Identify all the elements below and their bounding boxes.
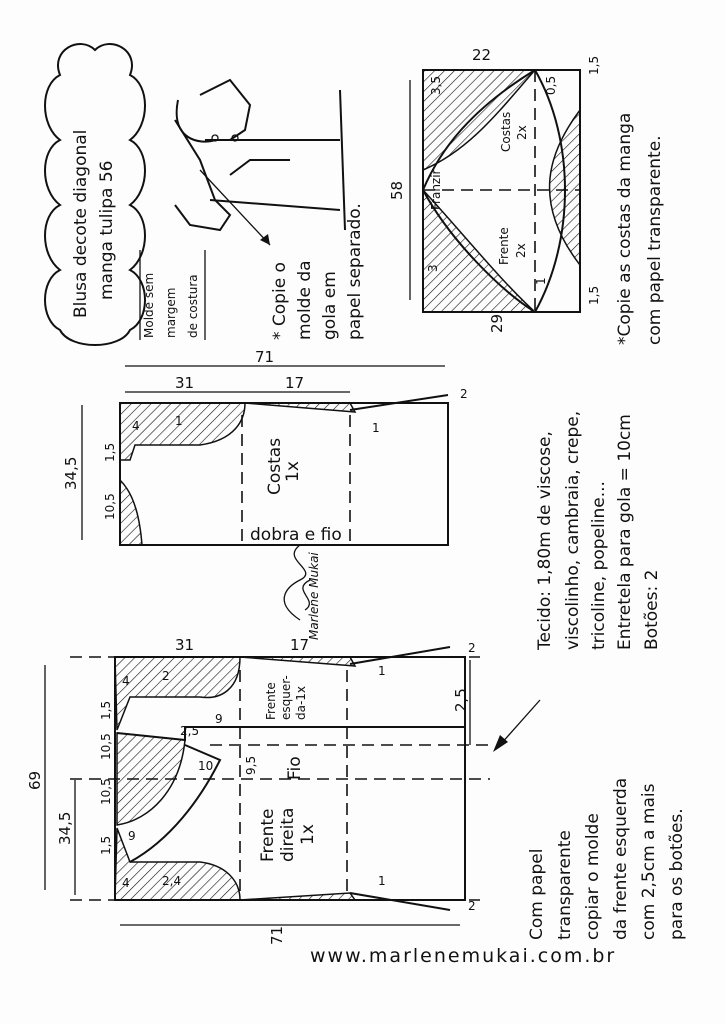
title-line2: manga tulipa 56 [97,161,117,301]
front-dim-9: 9 [215,712,223,726]
front-width-dim: 69 [26,771,44,790]
website-url: www.marlenemukai.com.br [310,945,616,967]
back-dim-2: 2 [460,387,468,401]
front-dim-2top: 2 [162,669,170,683]
sleeve-back-qty: 2x [515,125,529,140]
front-dim-105a: 10,5 [99,733,113,760]
collar-note-line4: papel separado. [345,203,365,340]
back-fold-label: dobra e fio [250,525,342,545]
fabric-note-line5: Botões: 2 [642,570,662,650]
transparent-note-line6: para os botões. [667,808,687,940]
fabric-note-line2: viscolinho, cambraia, crepe, [563,411,583,650]
collar-note: * Copie o molde da gola em papel separad… [270,203,365,340]
back-total-dim: 71 [255,348,274,366]
front-upper-dim: 31 [175,636,194,654]
front-total-dim: 71 [268,926,286,945]
back-dim-1b: 1 [372,421,380,435]
front-dim-105b: 10,5 [99,778,113,805]
sleeve-pattern: 58 22 29 3,5 0,5 1,5 1,5 3 1 Franzir Fre… [388,46,601,333]
collar-note-line1: * Copie o [270,262,290,340]
front-dim-4a: 4 [122,674,130,688]
fabric-note-line3: tricoline, popeline... [589,481,609,650]
front-dim-10: 10 [198,759,213,773]
front-dim-2b: 2 [468,899,476,913]
sleeve-note-line1: *Copie as costas da manga [615,113,635,345]
seam-note-line2: margem [164,288,178,338]
sleeve-width-dim: 22 [472,46,491,64]
signature-text: Marlene Mukai [307,552,321,640]
fabric-note-line4: Entretela para gola = 10cm [615,414,635,650]
back-dim-4: 4 [132,419,140,433]
sleeve-dim-c: 1,5 [587,56,601,75]
front-dim-2a: 2 [468,641,476,655]
back-dim-15: 1,5 [103,443,117,462]
seam-note-line1: Molde sem [142,273,156,338]
sleeve-dim-e: 3 [426,264,440,272]
back-dim-1: 1 [175,414,183,428]
front-grain-label: Fio [285,756,305,780]
back-piece-qty: 1x [283,461,303,482]
front-dim-1a: 1 [378,664,386,678]
back-piece-label: Costas [265,438,285,495]
seam-allowance-note: Molde sem margem de costura [139,250,206,340]
back-width-dim: 34,5 [62,457,80,490]
fabric-note: Tecido: 1,80m de viscose, viscolinho, ca… [535,411,662,651]
sleeve-dim-b: 0,5 [544,76,558,95]
front-left-label-2: esquer- [279,675,293,720]
back-upper-dim: 31 [175,374,194,392]
transparent-note-line4: da frente esquerda [611,778,631,940]
seam-note-line3: de costura [186,274,200,338]
sleeve-dim-a: 3,5 [429,76,443,95]
front-right-label-3: 1x [298,824,318,845]
front-dim-1b: 1 [378,874,386,888]
front-dim-95: 9,5 [244,756,258,775]
transparent-note-line2: transparente [555,830,575,940]
title-cloud: Blusa decote diagonal manga tulipa 56 [44,43,146,346]
sleeve-bottom-dim: 29 [488,314,506,333]
transparent-note-line1: Com papel [527,849,547,940]
sleeve-dim-d: 1,5 [587,286,601,305]
sleeve-dim-f: 1 [534,277,548,285]
front-pattern: 69 34,5 71 31 17 2,5 1,5 10,5 10,5 1,5 4… [26,636,541,945]
front-dim-23: 2,5 [180,724,199,738]
transparent-note-line5: com 2,5cm a mais [639,783,659,940]
front-mid-dim: 17 [290,636,309,654]
front-dim-24: 2,4 [162,874,181,888]
front-left-label-3: da-1x [294,686,308,720]
fabric-note-line1: Tecido: 1,80m de viscose, [535,431,555,651]
blouse-sketch [174,78,346,246]
front-right-label-2: direita [278,808,298,862]
front-dim-4b: 4 [122,876,130,890]
sleeve-gather-label: Franzir [429,169,443,210]
front-left-label-1: Frente [264,682,278,720]
front-dim-9b: 9 [128,829,136,843]
front-dim-15a: 1,5 [99,701,113,720]
sleeve-front-qty: 2x [514,243,528,258]
front-dim-25: 2,5 [452,688,470,712]
back-mid-dim: 17 [285,374,304,392]
transparent-note-line3: copiar o molde [583,813,603,940]
sleeve-note: *Copie as costas da manga com papel tran… [615,113,665,345]
sleeve-length-dim: 58 [388,181,406,200]
sleeve-front-label: Frente [497,227,511,265]
back-dim-105: 10,5 [103,493,117,520]
signature: Marlene Mukai [283,544,321,640]
collar-note-line3: gola em [320,271,340,340]
front-right-label-1: Frente [258,808,278,862]
sleeve-note-line2: com papel transparente. [645,135,665,345]
collar-note-line2: molde da [295,260,315,340]
sleeve-back-label: Costas [499,112,513,152]
front-half-dim: 34,5 [56,812,74,845]
transparent-paper-note: Com papel transparente copiar o molde da… [527,778,687,940]
front-dim-15b: 1,5 [99,836,113,855]
back-pattern: 71 31 17 34,5 1,5 10,5 4 1 1 2 Costas 1x… [62,348,468,546]
title-line1: Blusa decote diagonal [71,130,91,318]
